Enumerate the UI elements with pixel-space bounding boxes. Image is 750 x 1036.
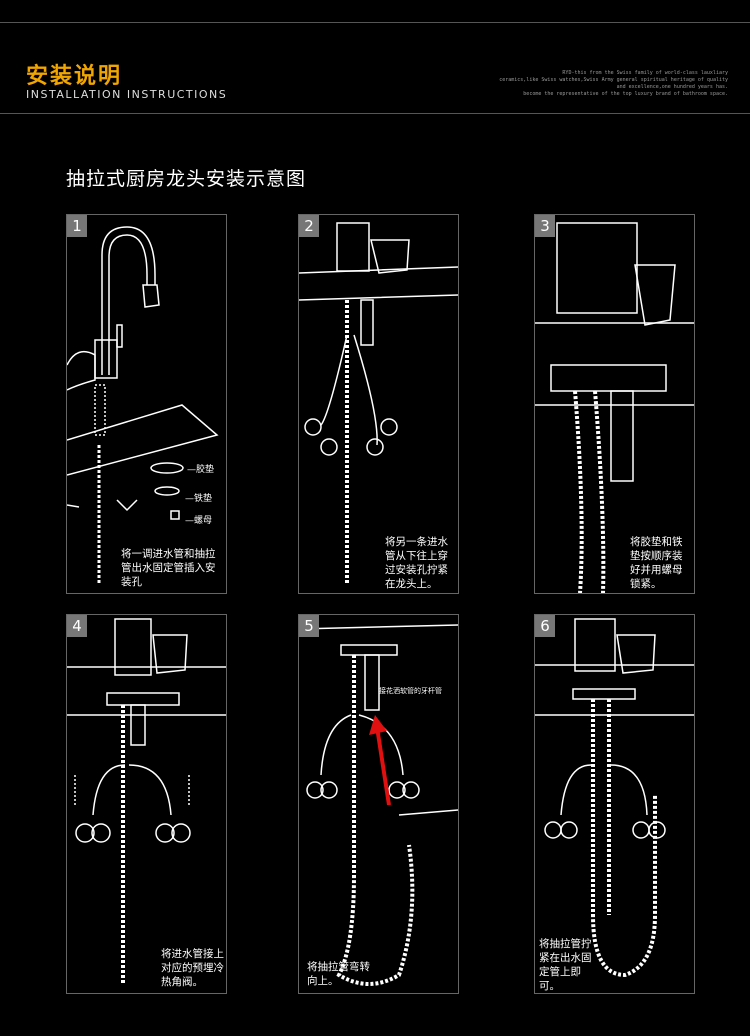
faucet-illustration-3 [535,222,694,593]
step-number-badge: 2 [299,215,319,237]
part-label-rubber-gasket: —胶垫 [187,465,215,475]
step-panel-2: 2 将另一条进水管从下往上穿过安装孔拧紧在龙头上。 [298,214,459,594]
step-panel-6: 6 将抽拉管拧紧在出水固定管上即可。 [534,614,695,994]
step-panel-5: 5 接花洒软管的牙杆管 将抽拉管弯转向上。 [298,614,459,994]
step-panel-4: 4 将进水管接上对应的预埋冷热角阀。 [66,614,227,994]
brand-text: RYD-this from the Swiss family of world-… [478,70,728,98]
step-instruction: 将一调进水管和抽拉管出水固定管插入安装孔 [121,548,216,588]
faucet-illustration-5 [299,624,458,986]
faucet-illustration-6 [535,618,694,978]
step-instruction: 将抽拉管弯转向上。 [307,961,370,987]
brand-line: ceramics,like Swiss watches,Swiss Army g… [499,77,728,83]
header-rule [0,113,750,114]
up-arrow-icon [369,715,391,806]
faucet-illustration-4 [67,618,226,985]
callout-label: 接花洒软管的牙杆管 [379,687,442,695]
faucet-illustration-2 [299,222,458,585]
step-number-badge: 3 [535,215,555,237]
step-instruction: 将胶垫和铁垫按顺序装好并用螺母锁紧。 [630,536,683,590]
part-label-iron-washer: —铁垫 [185,494,213,504]
step-number-badge: 1 [67,215,87,237]
step-number-badge: 4 [67,615,87,637]
page-subtitle: INSTALLATION INSTRUCTIONS [26,88,228,101]
step-number-badge: 6 [535,615,555,637]
brand-line: become the representative of the top lux… [523,91,728,97]
step-number-badge: 5 [299,615,319,637]
step-panel-3: 3 将胶垫和铁垫按顺序装好并用螺母锁紧。 [534,214,695,594]
brand-line: RYD-this from the Swiss family of world-… [562,70,728,76]
step-panel-1: 1 —胶垫 —铁垫 —螺母 将一调进水管和抽拉管出水固定管插入安装孔 [66,214,227,594]
faucet-illustration-1 [67,226,219,585]
step-instruction: 将抽拉管拧紧在出水固定管上即可。 [539,938,592,992]
step-instruction: 将进水管接上对应的预埋冷热角阀。 [161,948,224,988]
step-instruction: 将另一条进水管从下往上穿过安装孔拧紧在龙头上。 [385,536,448,590]
part-label-nut: —螺母 [185,516,213,526]
section-title: 抽拉式厨房龙头安装示意图 [66,168,307,190]
brand-line: and excellence,one hundred years has. [616,84,728,90]
top-rule [0,22,750,23]
page-title: 安装说明 [26,64,123,89]
